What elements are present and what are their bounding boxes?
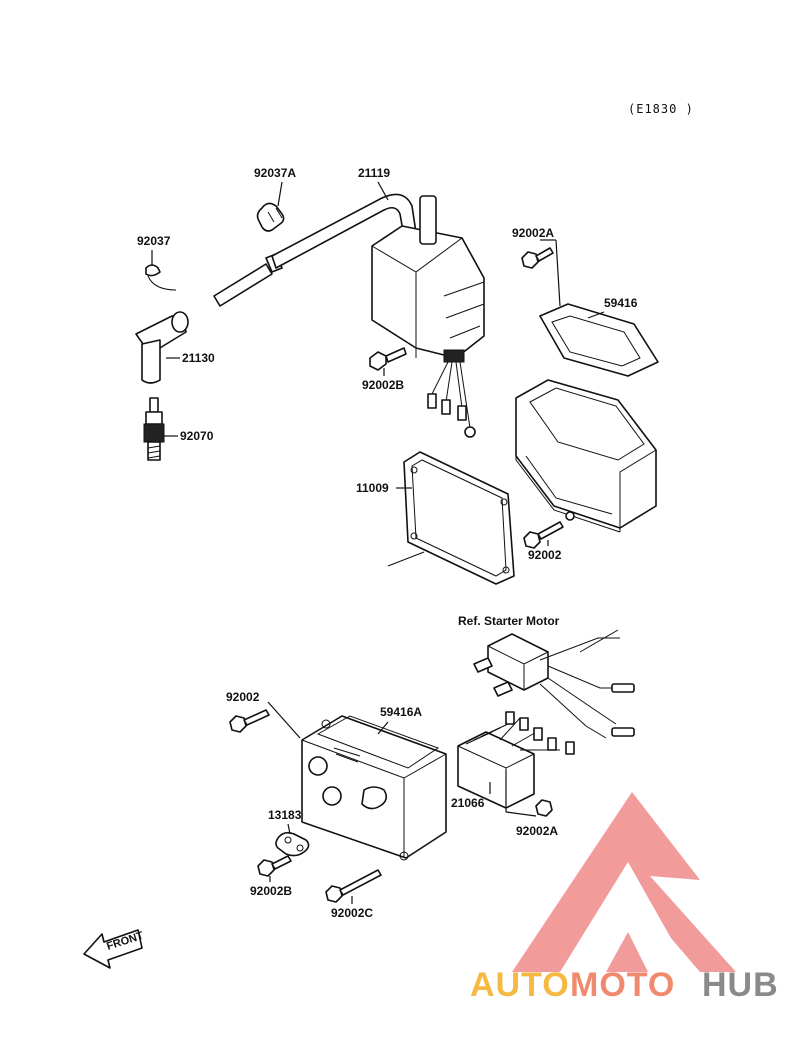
cover-59416 [515, 303, 659, 533]
label-11009: 11009 [356, 481, 389, 495]
leader-92002-low [267, 701, 301, 739]
gasket-edge-line [387, 551, 425, 567]
leader-21119 [377, 181, 389, 201]
label-92002C: 92002C [331, 906, 373, 920]
bolt-92002A-low [535, 799, 553, 817]
label-13183: 13183 [268, 808, 302, 822]
regulator-21066 [457, 711, 575, 809]
label-21066: 21066 [451, 796, 485, 810]
leader-92037A [277, 181, 283, 207]
bolt-92002B-top [369, 347, 407, 371]
clamp-92037 [145, 264, 177, 291]
gasket-11009 [403, 451, 515, 585]
bolt-92002C [325, 869, 382, 903]
clip-92037A [256, 202, 285, 232]
label-92070: 92070 [180, 429, 214, 443]
front-arrow: FRONT [83, 929, 145, 969]
label-59416: 59416 [604, 296, 638, 310]
leader-92002A-top-b [555, 239, 561, 307]
label-21130: 21130 [182, 351, 215, 365]
label-92002B-top: 92002B [362, 378, 404, 392]
label-59416A: 59416A [380, 705, 422, 719]
label-92037: 92037 [137, 234, 171, 248]
label-92002A-top: 92002A [512, 226, 554, 240]
label-92002-low: 92002 [226, 690, 260, 704]
reference-label: Ref. Starter Motor [458, 614, 560, 628]
spark-plug-92070 [143, 397, 165, 461]
leader-59416 [587, 311, 605, 319]
label-92002-mid: 92002 [528, 548, 562, 562]
watermark-auto: AUTO [470, 966, 570, 1004]
bolt-92002-mid [523, 521, 564, 549]
watermark-text: AUTO MOTO HUB [470, 966, 779, 1004]
leader-13183 [287, 823, 291, 835]
watermark-moto: MOTO [570, 966, 675, 1004]
label-92002A-low: 92002A [516, 824, 558, 838]
diagram-code: (E1830 ) [628, 102, 694, 116]
cover-59416A [301, 715, 447, 861]
bolt-92002B-low [257, 855, 292, 877]
bolt-92002-low [229, 709, 270, 733]
plate-13183 [275, 831, 310, 857]
watermark-logo [512, 792, 736, 972]
leader-92002A-low-b [505, 811, 537, 817]
label-92037A: 92037A [254, 166, 296, 180]
bolt-92002A-top [521, 247, 554, 269]
label-92002B-low: 92002B [250, 884, 292, 898]
ignition-coil-21119 [213, 193, 485, 438]
leader-59416A [377, 721, 389, 735]
watermark-hub: HUB [702, 966, 779, 1004]
starter-relay-wiring [473, 629, 635, 739]
label-21119: 21119 [358, 166, 390, 180]
plug-cap-21130 [135, 311, 189, 384]
